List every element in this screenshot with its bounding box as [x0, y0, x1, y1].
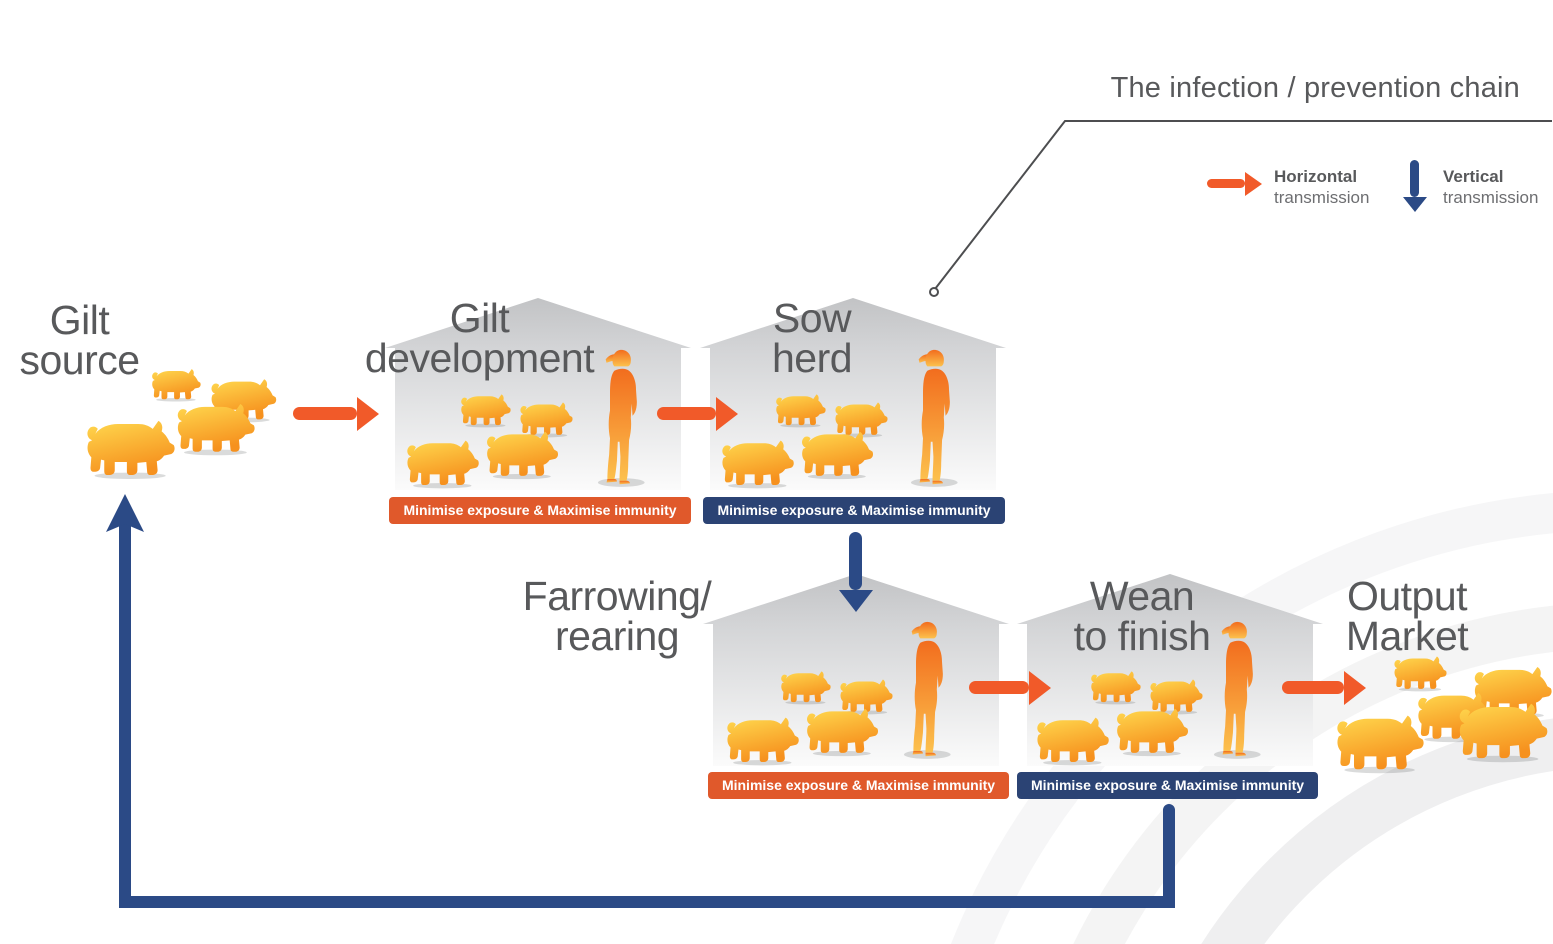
pig-icon — [772, 391, 827, 428]
legend-horizontal-rest: transmission — [1274, 188, 1370, 207]
banner-farrowing-rearing: Minimise exposure & Maximise immunity — [708, 772, 1009, 799]
label-line: Farrowing/ — [522, 573, 712, 619]
horizontal-transmission-arrow-icon — [969, 681, 1029, 694]
legend-vertical-bold: Vertical — [1443, 167, 1504, 186]
label-gilt-source: Gilt source — [0, 297, 162, 384]
pig-icon — [777, 668, 832, 705]
pig-icon — [481, 427, 560, 480]
legend-vertical: Vertical transmission — [1443, 166, 1538, 208]
banner-sow-herd: Minimise exposure & Maximise immunity — [703, 497, 1005, 524]
horizontal-transmission-arrow-icon — [293, 407, 357, 420]
farmer-icon — [903, 620, 955, 759]
pig-icon — [796, 427, 875, 480]
label-line: source — [19, 337, 140, 384]
horizontal-transmission-arrow-icon — [657, 407, 716, 420]
pig-icon — [171, 399, 257, 456]
pig-icon — [801, 704, 880, 757]
legend-vertical-rest: transmission — [1443, 188, 1539, 207]
pig-icon — [721, 713, 801, 766]
callout-endpoint-dot — [929, 287, 939, 297]
label-wean-to-finish: Wean to finish — [987, 573, 1297, 660]
vertical-transmission-arrow-icon — [849, 532, 862, 590]
pig-icon — [1330, 710, 1426, 774]
horizontal-transmission-arrow-icon — [1207, 179, 1245, 188]
label-line: development — [364, 335, 595, 382]
legend-horizontal: Horizontal transmission — [1274, 166, 1369, 208]
page-title: The infection / prevention chain — [1110, 72, 1520, 104]
banner-gilt-development: Minimise exposure & Maximise immunity — [389, 497, 691, 524]
label-line: to finish — [1073, 613, 1211, 660]
label-line: Market — [1345, 613, 1469, 660]
pig-icon — [716, 436, 796, 489]
label-line: Output — [1346, 573, 1468, 619]
label-line: Gilt — [449, 295, 510, 341]
vertical-transmission-arrow-icon — [1410, 160, 1419, 197]
label-line: rearing — [554, 613, 680, 660]
banner-wean-to-finish: Minimise exposure & Maximise immunity — [1017, 772, 1318, 799]
pig-icon — [1111, 704, 1190, 757]
label-line: herd — [771, 335, 853, 382]
pig-icon — [1452, 698, 1550, 763]
label-line: Sow — [772, 295, 852, 341]
label-gilt-development: Gilt development — [327, 295, 632, 382]
pig-icon — [80, 415, 177, 480]
feedback-loop-arrow-icon — [106, 494, 1175, 908]
legend-horizontal-bold: Horizontal — [1274, 167, 1358, 186]
label-line: Gilt — [49, 297, 110, 343]
label-sow-herd: Sow herd — [702, 295, 922, 382]
pig-icon — [1031, 713, 1111, 766]
callout-line — [929, 120, 1552, 297]
label-output-market: Output Market — [1252, 573, 1553, 660]
label-line: Wean — [1089, 573, 1195, 619]
pig-icon — [457, 391, 512, 428]
label-farrowing-rearing: Farrowing/ rearing — [462, 573, 772, 660]
pig-icon — [401, 436, 481, 489]
horizontal-transmission-arrow-icon — [1282, 681, 1344, 694]
pig-icon — [1087, 668, 1142, 705]
